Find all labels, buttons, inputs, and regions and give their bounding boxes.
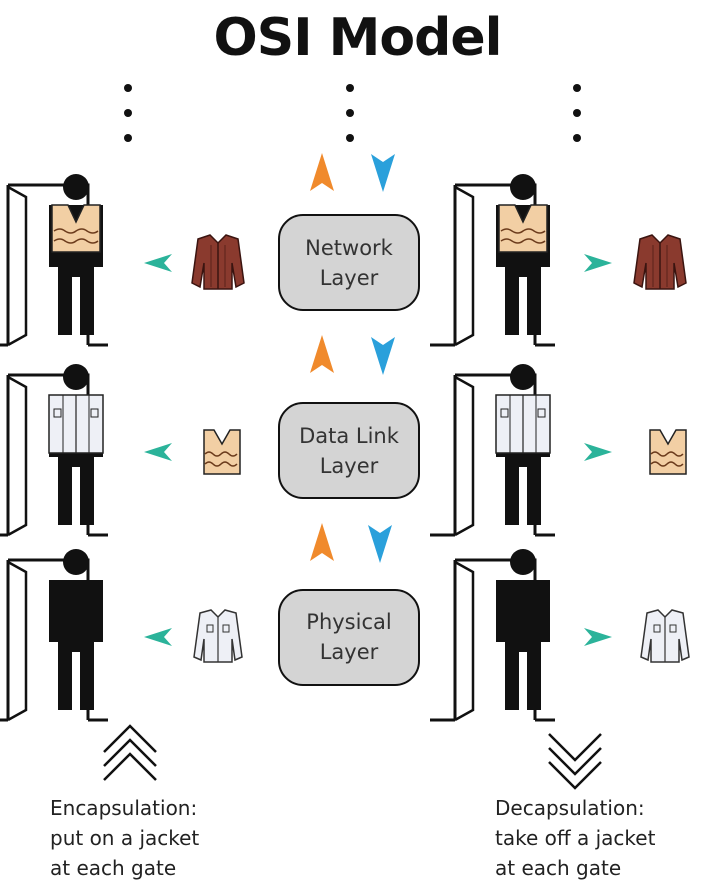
- continuation-dots-center: [346, 84, 354, 142]
- caption-line: at each gate: [50, 856, 177, 880]
- person-icon: [49, 549, 103, 710]
- caption-line: at each gate: [495, 856, 622, 880]
- arrow-right-icon: [584, 254, 612, 272]
- shirt-icon: [495, 394, 551, 454]
- arrow-right-icon: [584, 443, 612, 461]
- caption-line: Encapsulation:: [50, 796, 198, 820]
- physical-layer-label: Physical Layer: [279, 607, 419, 667]
- vest-icon: [203, 429, 241, 475]
- arrow-up-icon: [310, 523, 334, 561]
- shirt-icon: [640, 609, 690, 663]
- person-icon: [49, 174, 103, 335]
- chevrons-up-icon: [103, 724, 157, 781]
- chevrons-down-icon: [548, 733, 602, 790]
- arrow-up-icon: [310, 335, 334, 373]
- physical-layer-box: [278, 589, 420, 686]
- arrow-left-icon: [144, 443, 172, 461]
- caption-line: put on a jacket: [50, 826, 200, 850]
- jacket-icon: [633, 234, 687, 290]
- arrow-left-icon: [144, 628, 172, 646]
- layer-label-line: Data Link: [299, 424, 399, 448]
- layer-label-line: Network: [305, 236, 393, 260]
- continuation-dots-left: [124, 84, 132, 142]
- shirt-icon: [193, 609, 243, 663]
- layer-label-line: Layer: [319, 266, 379, 290]
- vest-icon: [649, 429, 687, 475]
- arrow-down-icon: [371, 154, 395, 192]
- decapsulation-caption: Decapsulation: take off a jacket at each…: [495, 793, 655, 883]
- person-icon: [496, 174, 550, 335]
- caption-line: take off a jacket: [495, 826, 656, 850]
- caption-line: Decapsulation:: [495, 796, 645, 820]
- layer-label-line: Layer: [319, 640, 379, 664]
- diagram-title: OSI Model: [213, 8, 503, 68]
- arrow-left-icon: [144, 254, 172, 272]
- network-layer-label: Network Layer: [279, 233, 419, 293]
- arrow-down-icon: [371, 337, 395, 375]
- arrow-down-icon: [368, 525, 392, 563]
- encapsulation-caption: Encapsulation: put on a jacket at each g…: [50, 793, 199, 883]
- data-link-layer-box: [278, 402, 420, 499]
- person-icon: [496, 549, 550, 710]
- arrow-right-icon: [584, 628, 612, 646]
- layer-label-line: Layer: [319, 454, 379, 478]
- data-link-layer-label: Data Link Layer: [279, 421, 419, 481]
- continuation-dots-right: [573, 84, 581, 142]
- arrow-up-icon: [310, 153, 334, 191]
- network-layer-box: [278, 214, 420, 311]
- jacket-icon: [191, 234, 245, 290]
- layer-label-line: Physical: [306, 610, 392, 634]
- shirt-icon: [48, 394, 104, 454]
